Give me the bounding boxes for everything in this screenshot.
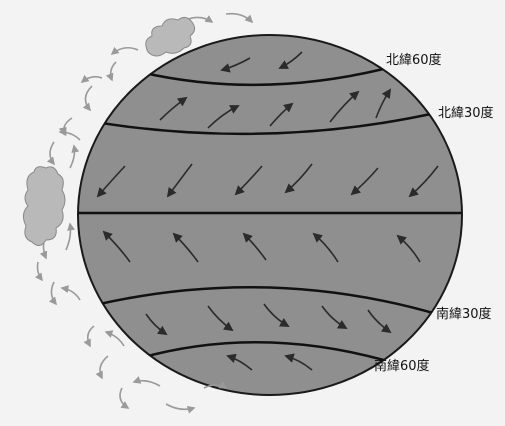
globe — [77, 34, 463, 396]
wind-arrow — [263, 303, 290, 327]
outer-arrow — [225, 12, 254, 24]
wind-arrow — [284, 163, 313, 194]
outer-arrow — [105, 61, 117, 82]
outer-arrow — [83, 325, 95, 348]
wind-arrow — [96, 165, 126, 198]
outer-arrow — [203, 381, 228, 389]
cloud-top — [145, 16, 196, 57]
line-north-30 — [94, 110, 441, 136]
wind-arrow — [145, 313, 168, 336]
wind-arrow — [159, 96, 188, 121]
wind-arrow — [234, 165, 263, 196]
wind-arrow — [220, 57, 251, 73]
wind-arrow — [102, 230, 131, 263]
outer-arrow — [69, 144, 80, 169]
wind-arrow — [375, 88, 392, 119]
outer-arrow — [34, 261, 43, 282]
wind-arrow — [312, 232, 339, 263]
outer-arrow — [46, 141, 55, 166]
outer-arrow — [58, 128, 81, 141]
wind-arrow — [367, 309, 392, 334]
wind-arrow — [350, 167, 379, 196]
line-south-30 — [94, 286, 441, 317]
wind-arrow — [396, 234, 421, 263]
outer-arrow — [95, 355, 109, 380]
wind-arrow — [269, 102, 294, 127]
label-north-60: 北緯60度 — [386, 52, 442, 68]
line-south-60 — [139, 341, 411, 370]
wind-arrow — [207, 305, 234, 332]
outer-circulation — [34, 12, 254, 414]
wind-arrows — [96, 51, 439, 371]
wind-arrow — [408, 165, 439, 198]
outer-arrow — [48, 281, 57, 306]
wind-arrow — [278, 51, 303, 69]
outer-arrow — [82, 85, 93, 112]
line-north-60 — [139, 60, 411, 87]
wind-arrow — [172, 232, 199, 263]
label-north-30: 北緯30度 — [438, 105, 494, 121]
wind-arrow — [242, 232, 267, 261]
cloud-left — [22, 166, 66, 246]
wind-arrow — [166, 163, 193, 198]
wind-arrow — [284, 353, 313, 371]
wind-arrow — [207, 105, 240, 129]
outer-arrow — [80, 74, 103, 83]
outer-arrow — [104, 330, 125, 347]
label-south-60: 南緯60度 — [374, 358, 430, 374]
outer-arrow — [65, 222, 75, 251]
outer-arrow — [165, 403, 196, 414]
wind-arrow — [329, 90, 360, 123]
outer-arrow — [119, 387, 130, 409]
outer-arrow — [110, 46, 139, 56]
wind-arrow — [321, 305, 348, 329]
label-south-30: 南緯30度 — [436, 306, 492, 322]
latitude-lines — [78, 60, 462, 370]
wind-arrow — [226, 353, 253, 371]
outer-arrow — [60, 285, 81, 301]
outer-arrow — [132, 376, 161, 387]
